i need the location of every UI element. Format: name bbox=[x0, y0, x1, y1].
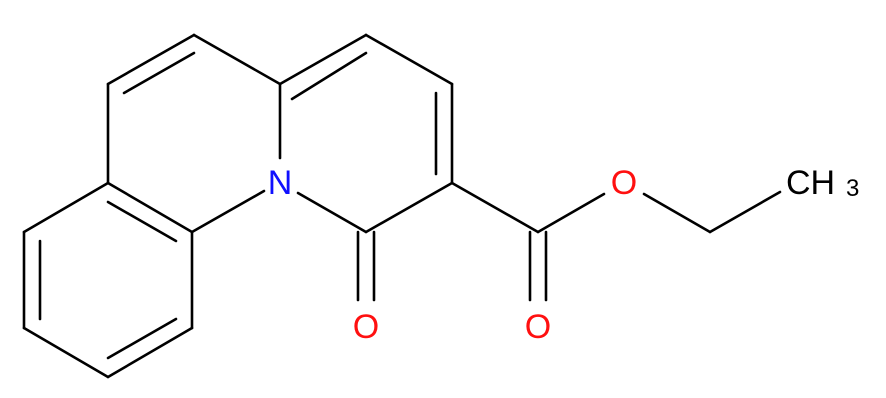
bond bbox=[192, 33, 282, 86]
bonds bbox=[22, 33, 782, 379]
bond bbox=[22, 181, 110, 234]
bond bbox=[278, 33, 368, 86]
bond bbox=[22, 326, 110, 379]
atom-label-o-carbonyl: O bbox=[525, 308, 551, 346]
bond-double-inner bbox=[122, 51, 196, 95]
bond-double-inner bbox=[106, 200, 178, 243]
bond bbox=[642, 192, 712, 234]
bond bbox=[106, 33, 196, 86]
atom-label-ch3-subscript: 3 bbox=[846, 175, 859, 202]
bond bbox=[450, 181, 540, 234]
bond bbox=[106, 326, 194, 379]
atom-label-o-ketone: O bbox=[353, 308, 379, 346]
bond-double-inner bbox=[106, 317, 178, 360]
bond bbox=[296, 191, 368, 234]
bond bbox=[536, 192, 606, 234]
atom-label-n: N bbox=[268, 164, 293, 202]
bond bbox=[106, 181, 194, 234]
bond bbox=[708, 190, 782, 234]
bond bbox=[364, 33, 454, 86]
bond-double-inner bbox=[290, 51, 368, 101]
atom-label-ch3: CH bbox=[786, 164, 835, 202]
bond bbox=[190, 189, 266, 234]
atom-label-o-ester: O bbox=[611, 164, 637, 202]
bond bbox=[364, 181, 454, 234]
